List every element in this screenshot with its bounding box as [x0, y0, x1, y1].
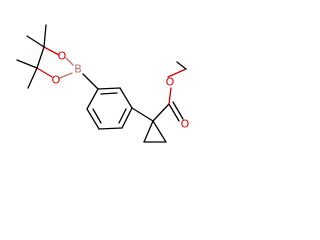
bond-oalkoxy-ch2: [167, 68, 187, 78]
methyl-bond-1: [26, 35, 45, 48]
bond-o1-b: [65, 57, 74, 66]
atom-labels: O O B O O: [52, 50, 190, 131]
bond-carbonyl-oalkoxy: [168, 87, 172, 105]
aryl-bond-6: [86, 88, 99, 110]
atom-label-o-alkoxy: O: [166, 76, 175, 89]
aryl-double-bond-3: [92, 108, 102, 124]
methyl-bond-4: [27, 67, 38, 89]
atom-label-o-carbonyl: O: [181, 118, 190, 131]
atom-label-boron: B: [74, 63, 82, 76]
cyclopropane-bond-3: [152, 120, 167, 143]
bond-ch2-ch3: [176, 61, 187, 70]
bond-aryl-cyclopropyl: [131, 107, 154, 122]
bond-carbonyl-odouble-a: [168, 103, 180, 122]
aryl-bond-3: [121, 107, 133, 129]
bond-cq-carbonyl: [152, 103, 170, 122]
methyl-bond-3: [16, 59, 38, 69]
bond-o2-b: [59, 72, 73, 79]
aryl-bond-5: [86, 108, 100, 130]
benzene-ring: [86, 87, 133, 130]
atom-label-o-ring-top: O: [58, 50, 67, 63]
aryl-double-bond-1: [100, 92, 118, 95]
aryl-double-bond-2: [118, 108, 127, 124]
bond-b-aryl: [82, 73, 99, 90]
cyclopropane-bond-1: [143, 120, 154, 143]
aryl-bond-2: [119, 87, 133, 109]
methyl-bond-2: [43, 24, 47, 48]
chemical-structure-diagram: O O B O O: [16, 24, 190, 143]
cyclopropane-ring: [143, 120, 167, 143]
pinacol-methyl-groups: [16, 24, 47, 89]
bond-c4-c5: [36, 46, 45, 69]
bond-carbonyl-odouble-b: [172, 101, 184, 120]
bond-c5-o2: [36, 67, 53, 78]
bond-c4-o1: [43, 46, 60, 56]
ethyl-ester-group: [152, 61, 187, 122]
dioxaborolane-ring: [36, 46, 74, 79]
atom-label-o-ring-bottom: O: [52, 74, 61, 87]
aryl-bond-4: [98, 127, 123, 130]
aryl-bond-1: [97, 87, 121, 90]
